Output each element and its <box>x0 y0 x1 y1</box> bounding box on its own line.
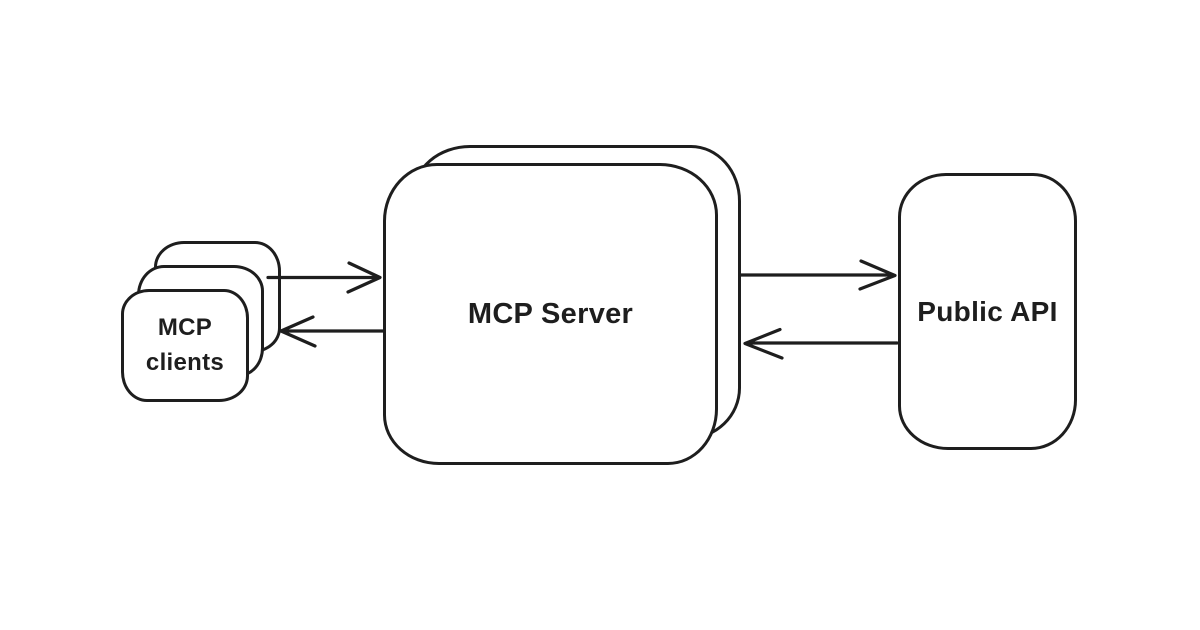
arrow-server-to-api <box>738 259 897 291</box>
arrow-api-to-server <box>743 327 899 360</box>
node-public-api: Public API <box>898 173 1077 450</box>
node-mcp-server: MCP Server <box>383 163 718 465</box>
arrow-clients-to-server <box>266 261 382 294</box>
node-mcp-clients: MCP clients <box>121 289 249 402</box>
public-api-label: Public API <box>917 295 1058 327</box>
mcp-clients-label: MCP clients <box>145 314 225 376</box>
mcp-server-label: MCP Server <box>467 297 634 330</box>
arrow-server-to-clients <box>279 315 385 348</box>
